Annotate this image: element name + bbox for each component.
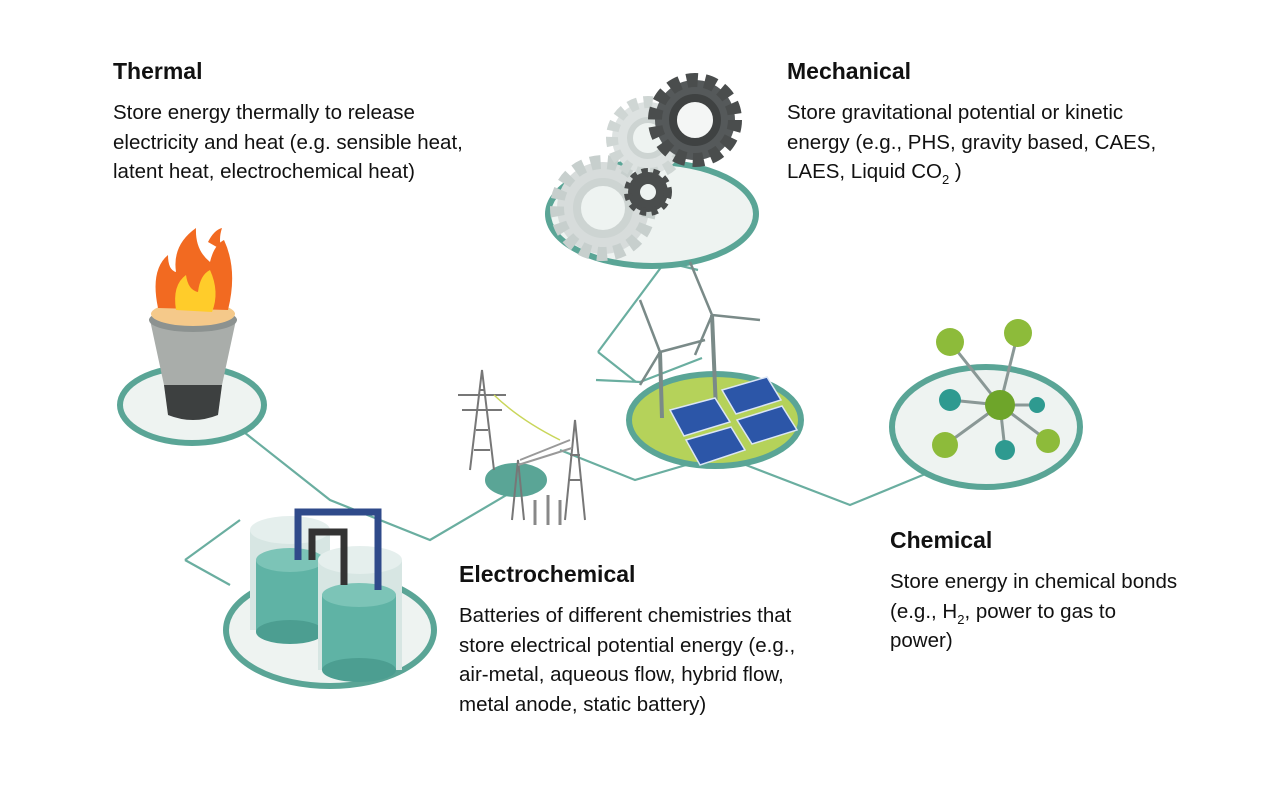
mechanical-desc-text: Store gravitational potential or kinetic… xyxy=(787,101,1157,183)
mechanical-title: Mechanical xyxy=(787,58,911,84)
chemical-desc-subscript: 2 xyxy=(957,611,965,627)
thermal-description: Store energy thermally to release electr… xyxy=(113,101,463,183)
chemical-platform xyxy=(889,364,1083,490)
mechanical-desc-tail: ) xyxy=(949,160,962,183)
electrochemical-title: Electrochemical xyxy=(459,561,636,587)
chemical-section: Chemical Store energy in chemical bonds … xyxy=(890,527,1180,656)
gear-icon xyxy=(550,73,742,261)
molecule-icon xyxy=(932,319,1060,460)
chemical-desc-tail: , power to gas to power) xyxy=(890,599,1117,653)
mechanical-description: Store gravitational potential or kinetic… xyxy=(787,98,1167,187)
wind-turbine-icon xyxy=(638,261,761,419)
mechanical-desc-subscript: 2 xyxy=(941,172,950,187)
power-tower-icon xyxy=(458,369,586,525)
electrochemical-description: Batteries of different chemistries that … xyxy=(459,604,796,716)
chemical-desc-text: Store energy in chemical bonds (e.g., H xyxy=(890,570,1178,623)
flame-icon xyxy=(149,228,237,420)
thermal-section: Thermal Store energy thermally to releas… xyxy=(113,58,493,187)
mechanical-section: Mechanical Store gravitational potential… xyxy=(787,58,1167,187)
solar-panel-icon xyxy=(668,376,799,466)
thermal-title: Thermal xyxy=(113,58,203,84)
electrochemical-section: Electrochemical Batteries of different c… xyxy=(459,561,799,719)
chemical-description: Store energy in chemical bonds (e.g., H2… xyxy=(890,567,1180,656)
battery-tanks-icon xyxy=(250,508,402,682)
chemical-title: Chemical xyxy=(890,527,993,553)
